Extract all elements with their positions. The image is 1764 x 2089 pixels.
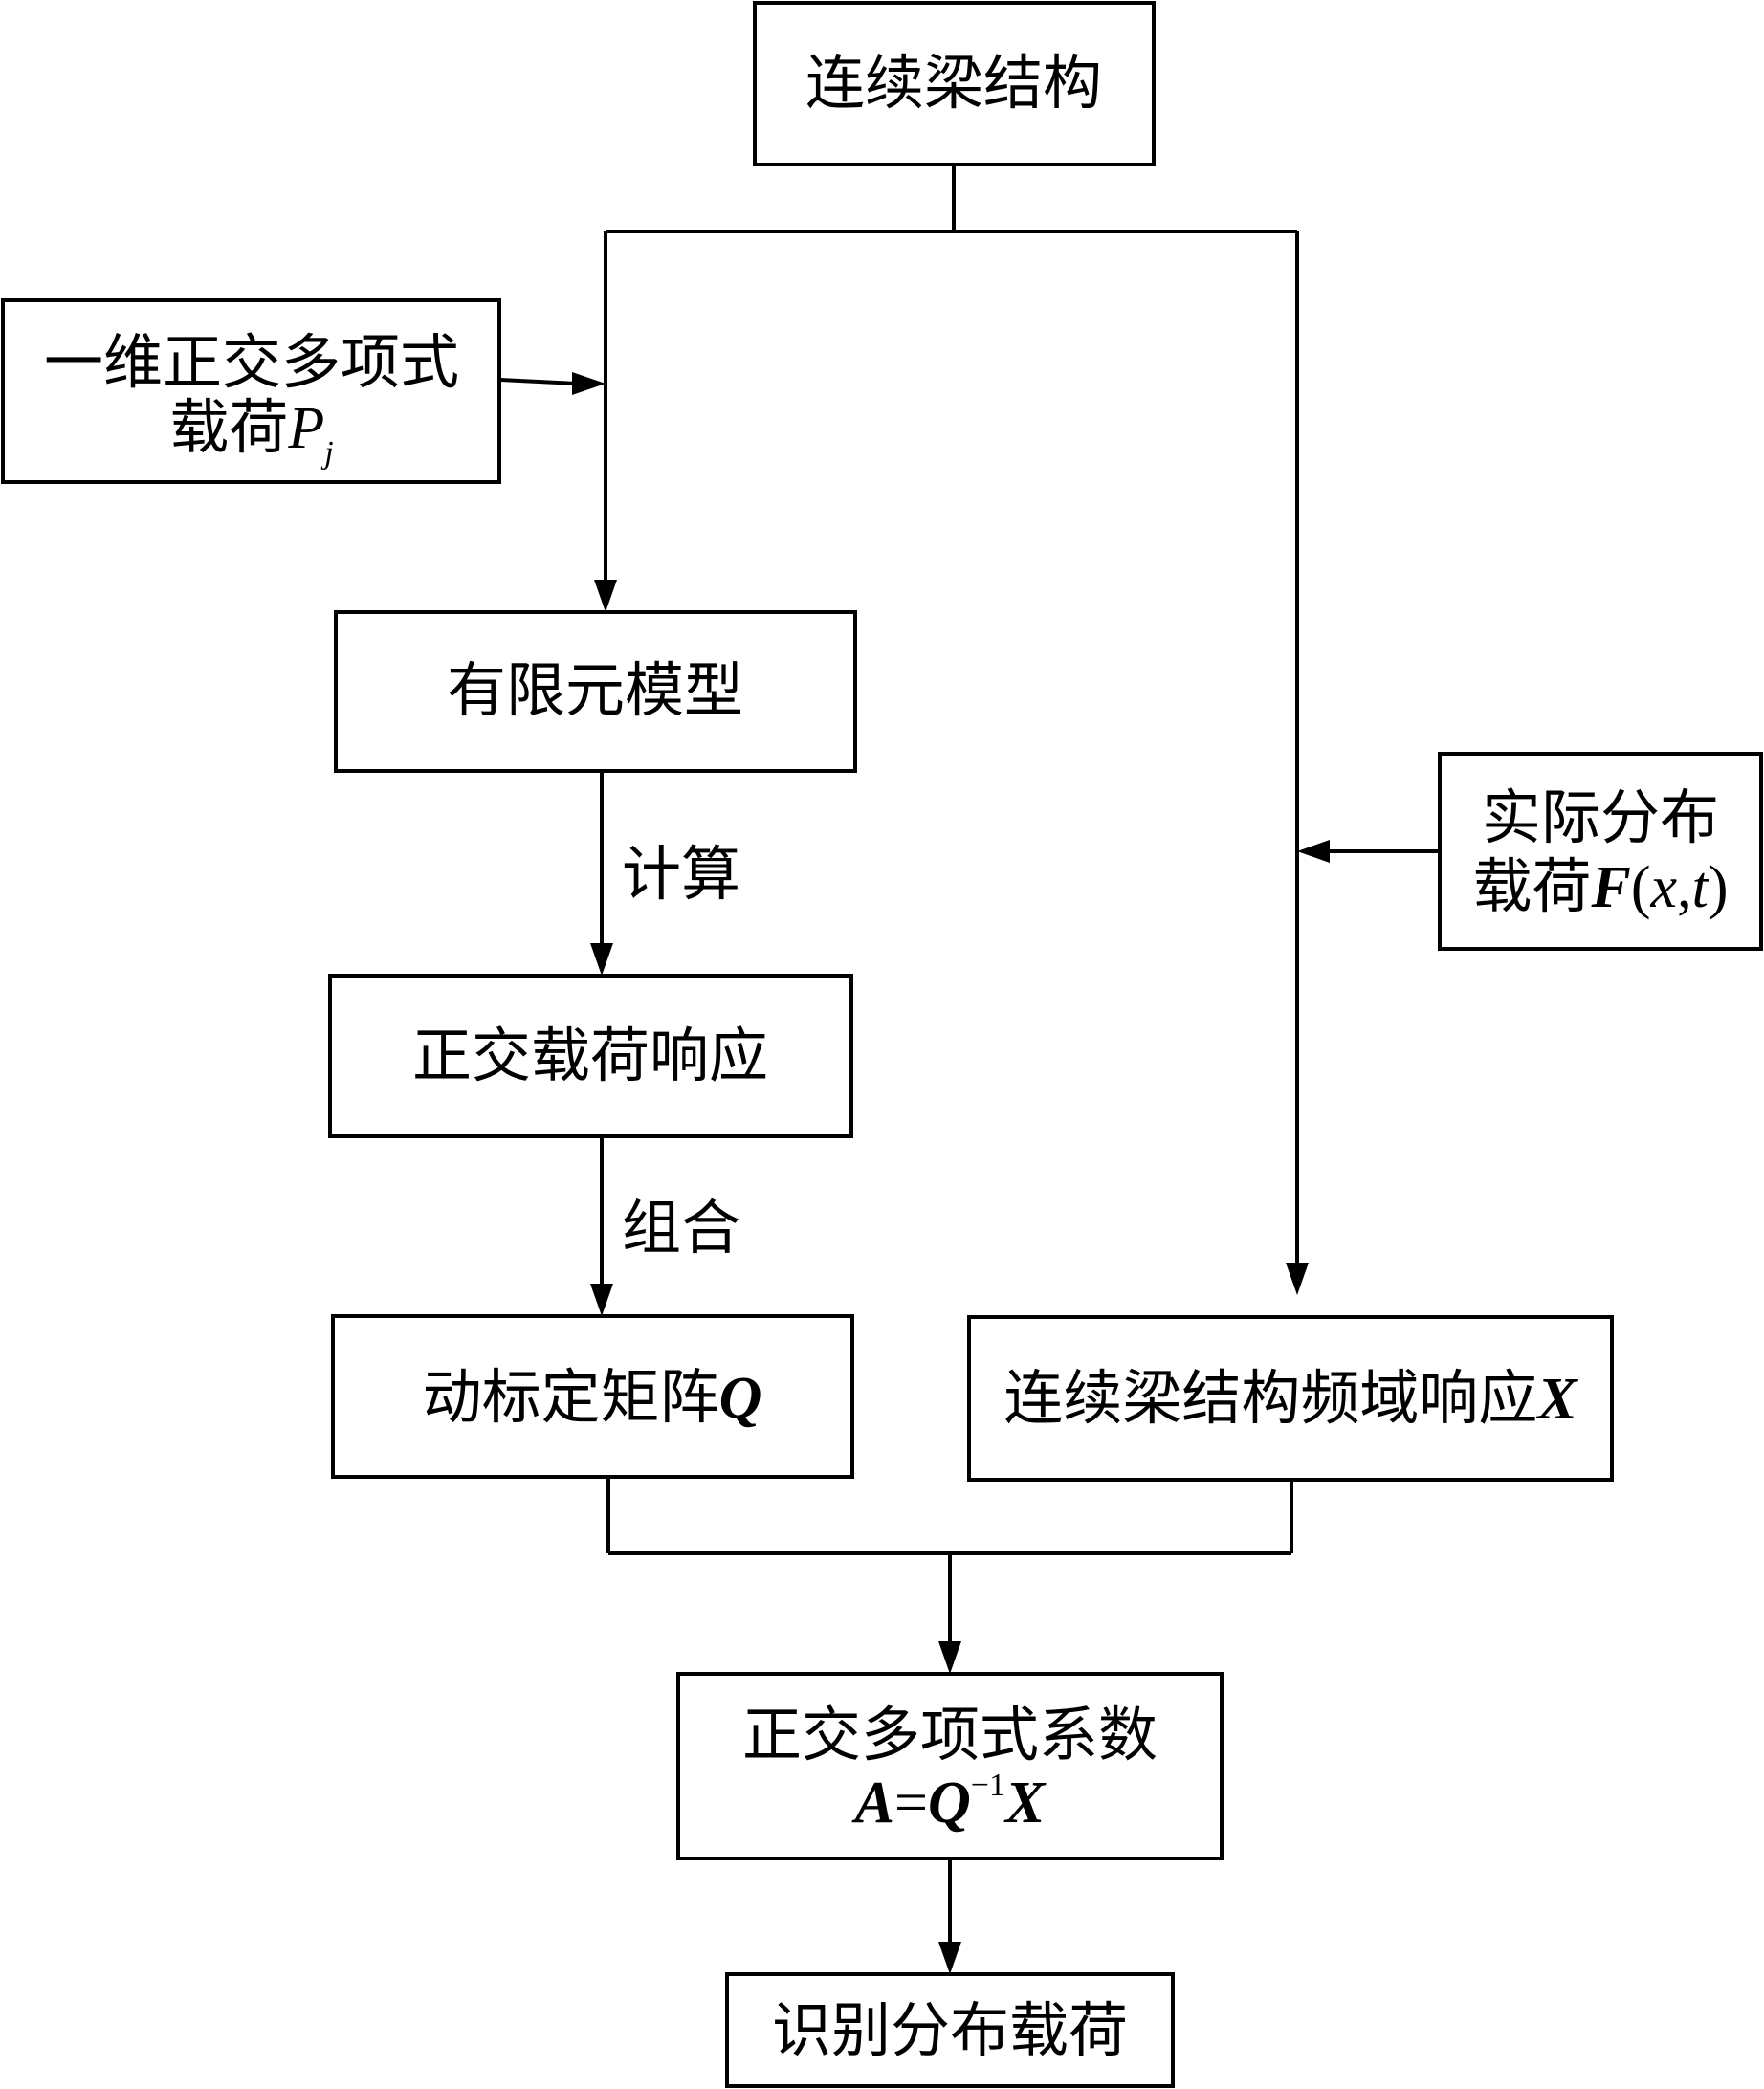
node-calibration-matrix-label: 动标定矩阵Q [423, 1362, 762, 1432]
node-actual-load: 实际分布 载荷F(x,t) [1438, 752, 1763, 951]
edge-label-compute: 计算 [622, 839, 740, 909]
node-identify-load-label: 识别分布载荷 [772, 1995, 1128, 2065]
arrowhead-poly-load [572, 372, 606, 395]
node-identify-load: 识别分布载荷 [725, 1972, 1175, 2088]
node-orthogonal-response: 正交载荷响应 [328, 974, 853, 1138]
edge-poly-load [499, 378, 578, 385]
node-actual-load-line2: 载荷F(x,t) [1473, 851, 1729, 921]
node-orthogonal-poly-load-line2: 载荷Pj [169, 392, 333, 471]
node-freq-response: 连续梁结构频域响应X [967, 1315, 1614, 1482]
node-poly-coeff-line1: 正交多项式系数 [742, 1700, 1158, 1770]
arrowhead-calibration-matrix [590, 1284, 613, 1316]
arrowhead-identify-load [938, 1942, 961, 1974]
node-poly-coeff-equation: A=Q−1X [851, 1768, 1047, 1836]
node-orthogonal-poly-load: 一维正交多项式 载荷Pj [1, 298, 501, 484]
arrowhead-poly-coeff [938, 1641, 961, 1674]
node-freq-response-label: 连续梁结构频域响应X [1003, 1363, 1578, 1433]
arrowhead-orthogonal-response [590, 943, 613, 976]
node-orthogonal-response-label: 正交载荷响应 [412, 1021, 768, 1090]
arrowhead-actual-load [1297, 840, 1330, 863]
node-poly-coeff: 正交多项式系数 A=Q−1X [676, 1672, 1224, 1860]
node-calibration-matrix: 动标定矩阵Q [331, 1314, 854, 1479]
node-fe-model-label: 有限元模型 [447, 655, 743, 725]
node-orthogonal-poly-load-line1: 一维正交多项式 [44, 327, 459, 397]
node-actual-load-line1: 实际分布 [1482, 782, 1719, 852]
node-continuous-beam: 连续梁结构 [753, 1, 1156, 166]
arrowhead-freq-response [1286, 1263, 1309, 1295]
arrowhead-fe-model [594, 580, 617, 612]
edge-label-combine: 组合 [622, 1193, 740, 1263]
node-fe-model: 有限元模型 [334, 610, 857, 773]
node-continuous-beam-label: 连续梁结构 [805, 48, 1102, 118]
